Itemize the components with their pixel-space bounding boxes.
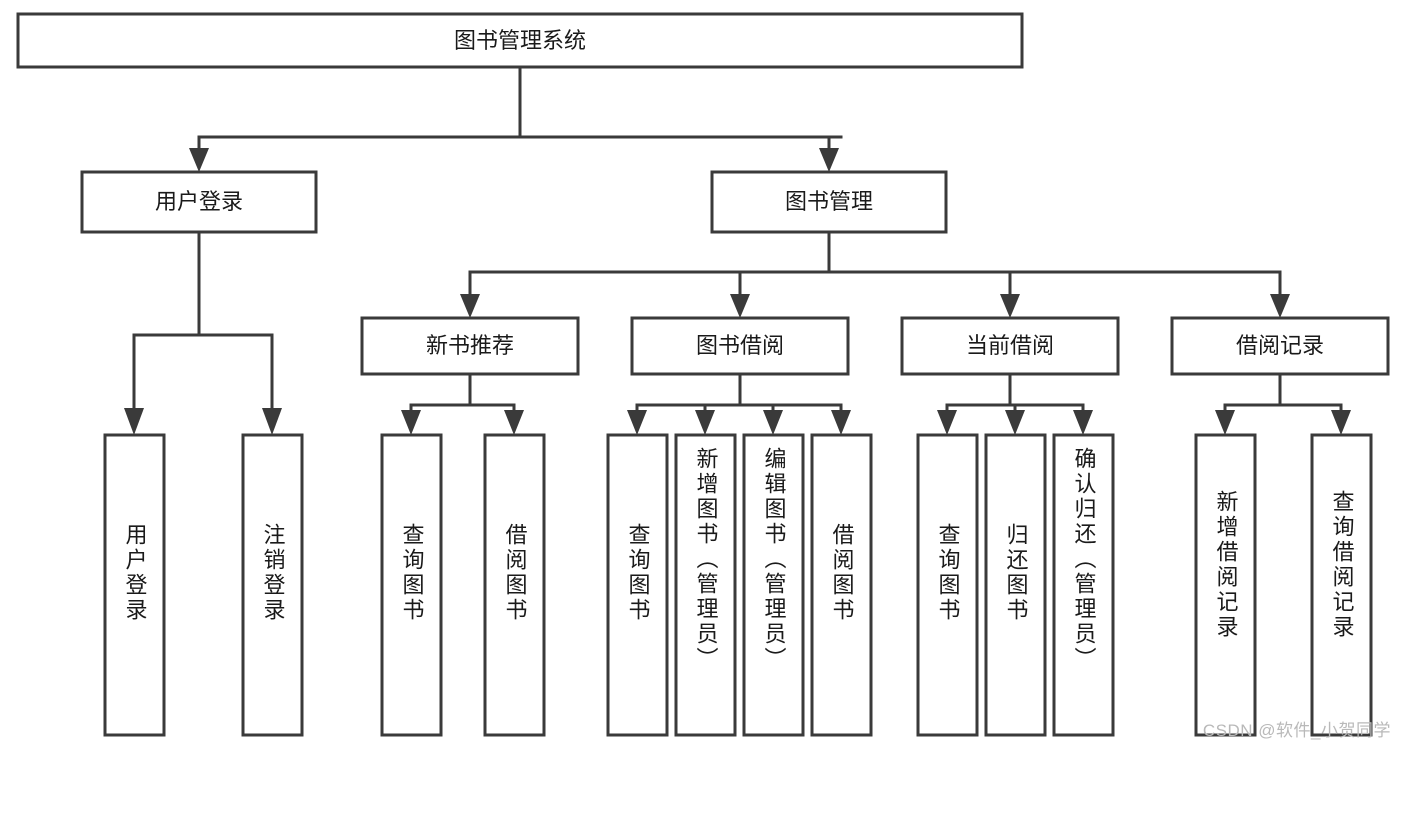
node-level3-borrow-records[interactable]: [1170, 316, 1390, 376]
node-leaf-11[interactable]: [1194, 433, 1257, 737]
node-level3-book-borrow-label: 图书借阅: [696, 333, 784, 358]
node-leaf-4[interactable]: [606, 433, 669, 737]
connector-bookmgmt-to-level3: [460, 230, 1290, 318]
connector-newbook-to-leaves: [401, 372, 524, 435]
node-leaf-2[interactable]: [380, 433, 443, 737]
node-level3-borrow-records-label: 借阅记录: [1236, 333, 1324, 358]
connector-userlogin-to-leaves: [124, 230, 282, 435]
connector-borrow-to-leaves: [627, 372, 851, 435]
node-level3-new-book-recommend[interactable]: [360, 316, 580, 376]
node-leaf-6[interactable]: [742, 433, 805, 737]
node-leaf-12[interactable]: [1310, 433, 1373, 737]
connector-root-to-level2: [189, 65, 843, 172]
node-leaf-1[interactable]: [241, 433, 304, 737]
connector-current-to-leaves: [937, 372, 1093, 435]
node-leaf-3[interactable]: [483, 433, 546, 737]
node-leaf-0[interactable]: [103, 433, 166, 737]
system-architecture-diagram: 图书管理系统 用户登录 图书管理 新书推荐 图书借阅 当前借阅 借阅记录 用户登…: [16, 12, 1391, 740]
node-leaf-9[interactable]: [984, 433, 1047, 737]
node-level2-user-login[interactable]: [80, 170, 318, 234]
node-root-label: 图书管理系统: [454, 28, 586, 53]
node-level2-user-login-label: 用户登录: [155, 189, 243, 214]
node-leaf-8[interactable]: [916, 433, 979, 737]
diagram-canvas: 图书管理系统 用户登录 图书管理 新书推荐 图书借阅 当前借阅 借阅记录: [16, 12, 1390, 737]
node-level3-book-borrow[interactable]: [630, 316, 850, 376]
node-leaf-10[interactable]: [1052, 433, 1115, 737]
node-level2-book-management-label: 图书管理: [785, 189, 873, 214]
node-leaf-5[interactable]: [674, 433, 737, 737]
node-root[interactable]: [16, 12, 1024, 69]
node-leaf-7[interactable]: [810, 433, 873, 737]
node-level3-new-book-recommend-label: 新书推荐: [426, 333, 514, 358]
node-level3-current-borrow[interactable]: [900, 316, 1120, 376]
node-level2-book-management[interactable]: [710, 170, 948, 234]
connector-records-to-leaves: [1215, 372, 1351, 435]
node-level3-current-borrow-label: 当前借阅: [966, 333, 1054, 358]
